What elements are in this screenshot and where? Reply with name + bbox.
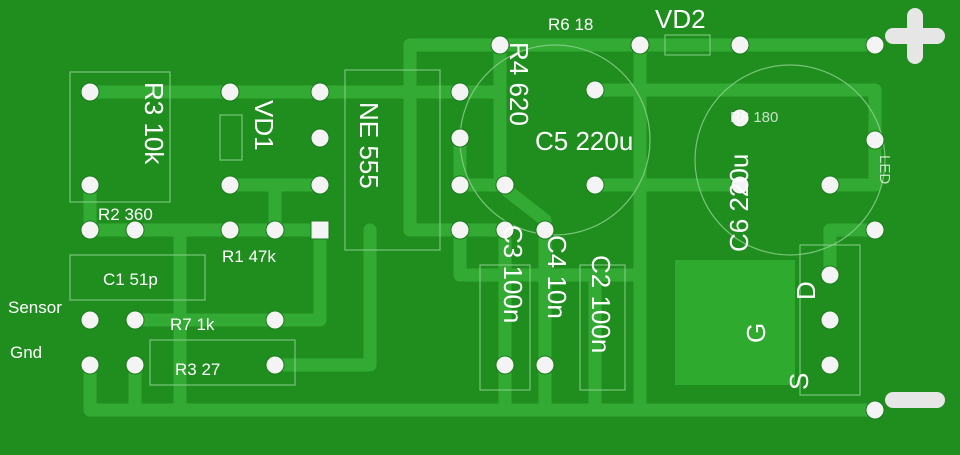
label-mosfet-g: G	[741, 323, 771, 343]
label-c4: C4 10n	[542, 235, 572, 319]
label-r1: R1 47k	[222, 247, 276, 266]
label-ne555: NE 555	[354, 102, 384, 189]
label-r2: R2 360	[98, 205, 153, 224]
silkscreen-outlines	[69, 34, 886, 396]
label-r3-27: R3 27	[175, 360, 220, 379]
minus-bar	[885, 392, 945, 408]
label-vd1: VD1	[249, 100, 279, 151]
label-r8: R8 180	[730, 109, 778, 126]
label-c6: C6 220u	[724, 154, 754, 252]
pads	[80, 35, 885, 420]
label-c5: C5 220u	[535, 126, 633, 156]
mosfet-tab-pad	[675, 260, 795, 385]
label-mosfet-d: D	[791, 281, 821, 300]
label-r3-10k: R3 10k	[139, 82, 169, 165]
label-mosfet-s: S	[784, 373, 814, 390]
label-r7: R7 1k	[170, 315, 215, 334]
plus-bar-vertical	[907, 8, 923, 64]
label-c3: C3 100n	[498, 225, 528, 323]
label-r4: R4 620	[504, 42, 534, 126]
label-sensor: Sensor	[8, 298, 62, 317]
label-led: LED	[876, 155, 893, 184]
label-vd2: VD2	[655, 4, 706, 34]
label-gnd: Gnd	[10, 343, 42, 362]
label-c1: C1 51p	[103, 270, 158, 289]
power-symbols	[885, 8, 945, 408]
label-r6: R6 18	[548, 15, 593, 34]
label-c2: C2 100n	[586, 255, 616, 353]
